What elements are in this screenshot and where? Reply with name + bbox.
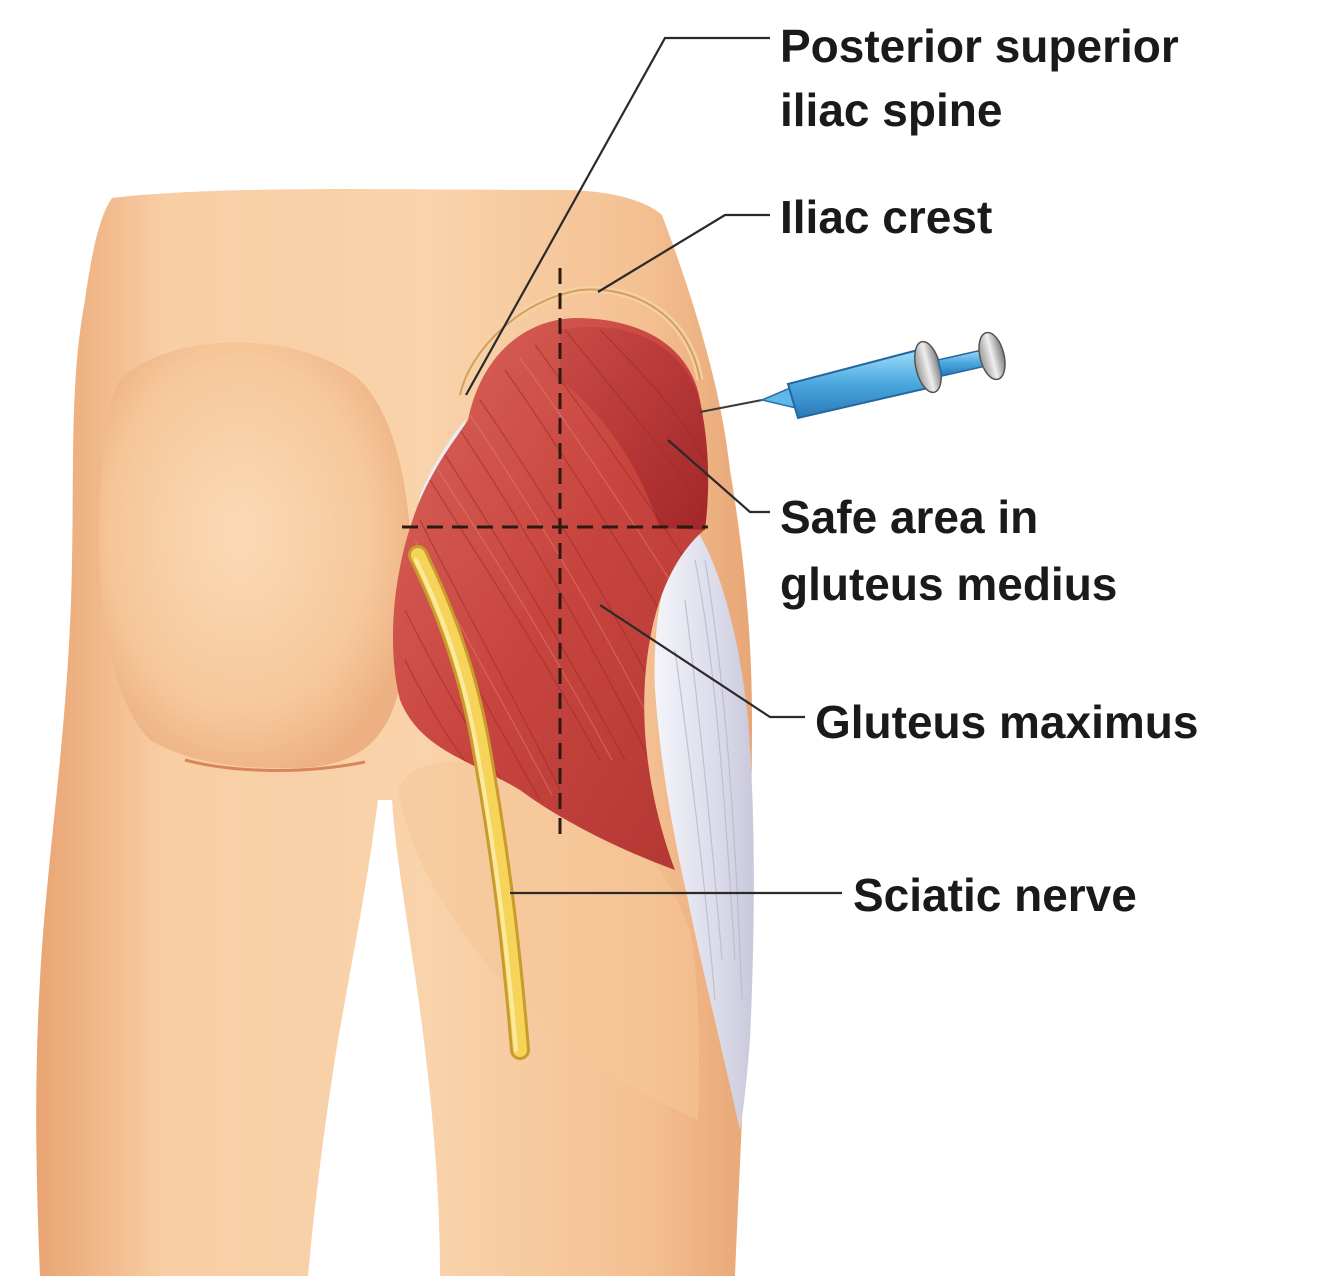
label-safe-area-line1: Safe area in	[780, 491, 1038, 543]
label-iliac-crest: Iliac crest	[780, 191, 992, 243]
label-gluteus-maximus: Gluteus maximus	[815, 696, 1198, 748]
label-psis-line1: Posterior superior	[780, 20, 1179, 72]
label-psis-line2: iliac spine	[780, 84, 1002, 136]
label-safe-area-line2: gluteus medius	[780, 558, 1117, 610]
labels: Posterior superior iliac spine Iliac cre…	[780, 20, 1198, 921]
syringe-icon	[700, 330, 1009, 418]
label-sciatic-nerve: Sciatic nerve	[853, 869, 1137, 921]
left-buttock	[99, 343, 411, 769]
